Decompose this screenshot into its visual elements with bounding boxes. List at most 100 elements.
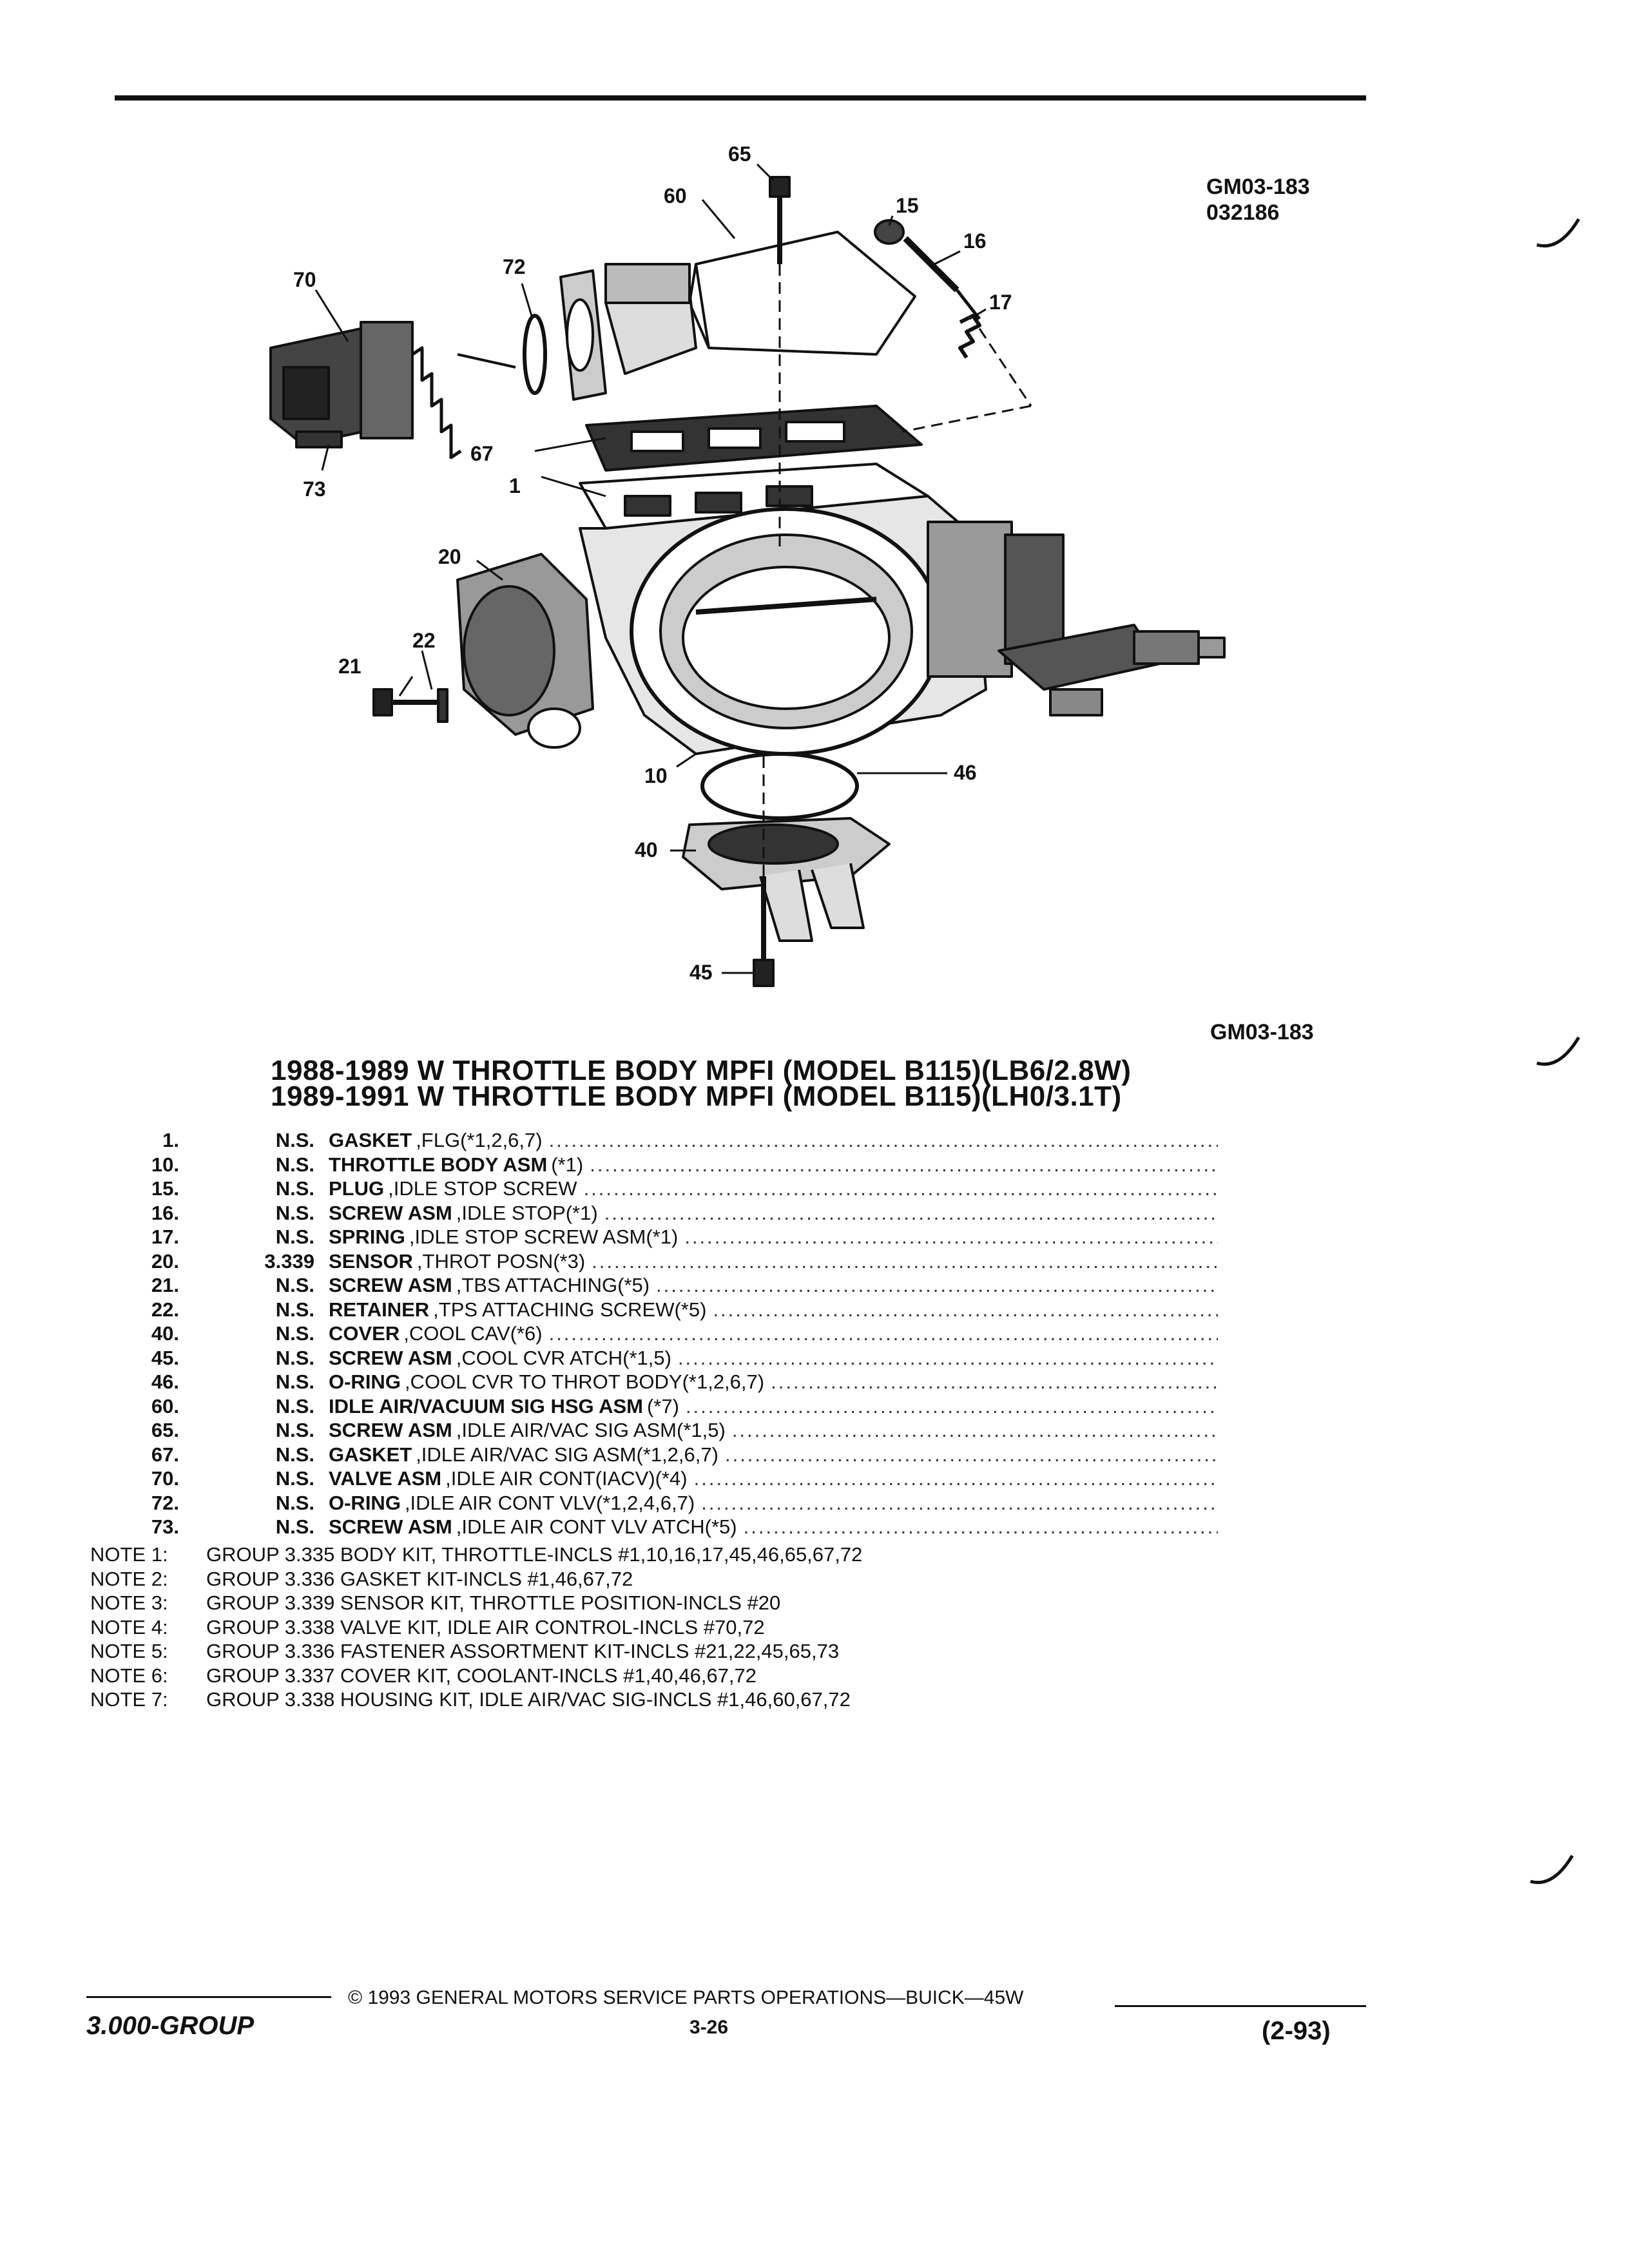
part-name: COVER: [329, 1322, 400, 1345]
part-name: SCREW ASM: [329, 1515, 452, 1538]
part-row: 60.N.S.IDLE AIR/VACUUM SIG HSG ASM(*7)..…: [97, 1395, 1218, 1419]
part-desc: ,IDLE AIR CONT VLV ATCH(*5): [456, 1515, 737, 1538]
callout-45: 45: [689, 961, 713, 984]
callout-60: 60: [664, 184, 687, 207]
callout-72: 72: [503, 255, 526, 278]
callout-70: 70: [293, 268, 316, 291]
part-desc: ,FLG(*1,2,6,7): [416, 1129, 543, 1151]
callout-67: 67: [470, 442, 494, 465]
part-row: 45.N.S.SCREW ASM,COOL CVR ATCH(*1,5)....…: [97, 1347, 1218, 1371]
leader-dots: ........................................…: [583, 1177, 1218, 1200]
figure-id-top: GM03-183: [1206, 175, 1310, 199]
note-text: GROUP 3.337 COVER KIT, COOLANT-INCLS #1,…: [206, 1664, 757, 1687]
part-desc: ,COOL CVR ATCH(*1,5): [456, 1346, 671, 1369]
leader-dots: ........................................…: [684, 1225, 1218, 1248]
leader-dots: ........................................…: [771, 1370, 1218, 1393]
part-number: 72.: [151, 1491, 179, 1514]
part-name: SCREW ASM: [329, 1201, 452, 1224]
leader-dots: ........................................…: [731, 1419, 1218, 1441]
part-group: N.S.: [275, 1467, 314, 1490]
figure-code: 032186: [1206, 200, 1280, 225]
leader-dots: ........................................…: [677, 1346, 1218, 1369]
part-number: 1.: [162, 1129, 179, 1151]
part-group: N.S.: [275, 1274, 314, 1296]
part-group: N.S.: [275, 1129, 314, 1151]
part-row: 70.N.S.VALVE ASM,IDLE AIR CONT(IACV)(*4)…: [97, 1467, 1218, 1492]
part-desc: ,IDLE STOP(*1): [456, 1201, 598, 1224]
note-text: GROUP 3.335 BODY KIT, THROTTLE-INCLS #1,…: [206, 1543, 863, 1566]
part-number: 17.: [151, 1225, 179, 1248]
leader-dots: ........................................…: [685, 1394, 1218, 1418]
leader-dots: ........................................…: [592, 1249, 1218, 1273]
note-text: GROUP 3.338 VALVE KIT, IDLE AIR CONTROL-…: [206, 1615, 765, 1639]
part-name: O-RING: [329, 1491, 401, 1514]
parts-list: 1. N.S. GASKET ,FLG(*1,2,6,7)..............…: [97, 1129, 1218, 1540]
part-row: 73.N.S.SCREW ASM,IDLE AIR CONT VLV ATCH(…: [97, 1515, 1218, 1540]
callout-1: 1: [509, 474, 521, 497]
part-name: IDLE AIR/VACUUM SIG HSG ASM: [329, 1394, 643, 1418]
note-text: GROUP 3.336 FASTENER ASSORTMENT KIT-INCL…: [206, 1640, 840, 1662]
part-row: 22.N.S.RETAINER,TPS ATTACHING SCREW(*5).…: [97, 1298, 1218, 1323]
note-text: GROUP 3.338 HOUSING KIT, IDLE AIR/VAC SI…: [206, 1688, 851, 1711]
part-name: SCREW ASM: [329, 1274, 452, 1296]
exploded-diagram: 65 60 15 16 17 70 72 67 1 73 20 22 21 10…: [269, 142, 1226, 987]
part-row: 17.N.S.SPRING,IDLE STOP SCREW ASM(*1)...…: [97, 1225, 1218, 1250]
part-group: N.S.: [275, 1394, 314, 1418]
part-number: 22.: [151, 1298, 179, 1321]
part-row: 10.N.S.THROTTLE BODY ASM(*1)............…: [97, 1153, 1218, 1178]
o-ring-72-part: [523, 314, 547, 395]
leader-dots: ........................................…: [548, 1322, 1218, 1345]
note-label: NOTE 4:: [90, 1615, 168, 1639]
part-row: 40.N.S.COVER,COOL CAV(*6)...............…: [97, 1322, 1218, 1347]
callout-20: 20: [438, 545, 461, 568]
note-text: GROUP 3.339 SENSOR KIT, THROTTLE POSITIO…: [206, 1591, 781, 1614]
part-row: 67.N.S.GASKET,IDLE AIR/VAC SIG ASM(*1,2,…: [97, 1443, 1218, 1468]
footer-group: 3.000-GROUP: [86, 2012, 255, 2040]
note-row: NOTE 7:GROUP 3.338 HOUSING KIT, IDLE AIR…: [90, 1688, 1121, 1713]
note-row: NOTE 4: GROUP 3.338 VALVE KIT, IDLE AIR C…: [90, 1616, 1121, 1640]
section-title-1: 1988-1989 W THROTTLE BODY MPFI (MODEL B1…: [271, 1055, 1132, 1086]
note-label: NOTE 6:: [90, 1664, 168, 1687]
idle-air-housing-part: [604, 231, 916, 375]
part-desc: ,IDLE STOP SCREW: [388, 1177, 577, 1200]
part-desc: ,IDLE AIR/VAC SIG ASM(*1,2,6,7): [416, 1443, 718, 1466]
gasket-1-part: [579, 463, 929, 530]
leader-dots: ........................................…: [604, 1201, 1218, 1224]
part-desc: ,TBS ATTACHING(*5): [456, 1274, 650, 1296]
leader-dots: ........................................…: [590, 1153, 1218, 1176]
part-group: N.S.: [275, 1346, 314, 1369]
part-name: RETAINER: [329, 1298, 430, 1321]
part-row: 72.N.S.O-RING,IDLE AIR CONT VLV(*1,2,4,6…: [97, 1492, 1218, 1516]
callout-73: 73: [303, 477, 326, 501]
part-group: N.S.: [275, 1322, 314, 1345]
part-group: N.S.: [275, 1177, 314, 1200]
part-name: GASKET: [329, 1443, 412, 1466]
part-group: N.S.: [275, 1370, 314, 1393]
part-name: SPRING: [329, 1225, 405, 1248]
part-number: 20.: [151, 1249, 179, 1273]
gasket-67-part: [585, 405, 923, 472]
callout-40: 40: [635, 838, 658, 861]
part-desc: ,COOL CVR TO THROT BODY(*1,2,6,7): [404, 1370, 765, 1393]
part-name: PLUG: [329, 1177, 385, 1200]
part-number: 10.: [151, 1153, 179, 1176]
margin-mark: [1536, 1036, 1581, 1066]
part-group: N.S.: [275, 1419, 314, 1441]
note-row: NOTE 1:GROUP 3.335 BODY KIT, THROTTLE-IN…: [90, 1543, 1121, 1568]
leader-dots: ........................................…: [724, 1443, 1218, 1466]
part-name: SCREW ASM: [329, 1346, 452, 1369]
throttle-body-part: [579, 495, 1065, 756]
leader-dots: ........................................…: [713, 1298, 1218, 1321]
note-row: NOTE 3: GROUP 3.339 SENSOR KIT, THROTTLE …: [90, 1591, 1121, 1616]
leader-dots: ........................................…: [548, 1129, 1218, 1151]
callout-16: 16: [963, 229, 987, 253]
iac-valve-part: [269, 321, 516, 459]
part-number: 15.: [151, 1177, 179, 1200]
part-row: 46.N.S.O-RING,COOL CVR TO THROT BODY(*1,…: [97, 1370, 1218, 1395]
leader-dots: ........................................…: [693, 1467, 1218, 1490]
top-rule: [115, 95, 1366, 101]
note-label: NOTE 2:: [90, 1567, 168, 1590]
part-desc: ,TPS ATTACHING SCREW(*5): [433, 1298, 707, 1321]
note-label: NOTE 3:: [90, 1591, 168, 1614]
leader-dots: ........................................…: [743, 1515, 1218, 1538]
